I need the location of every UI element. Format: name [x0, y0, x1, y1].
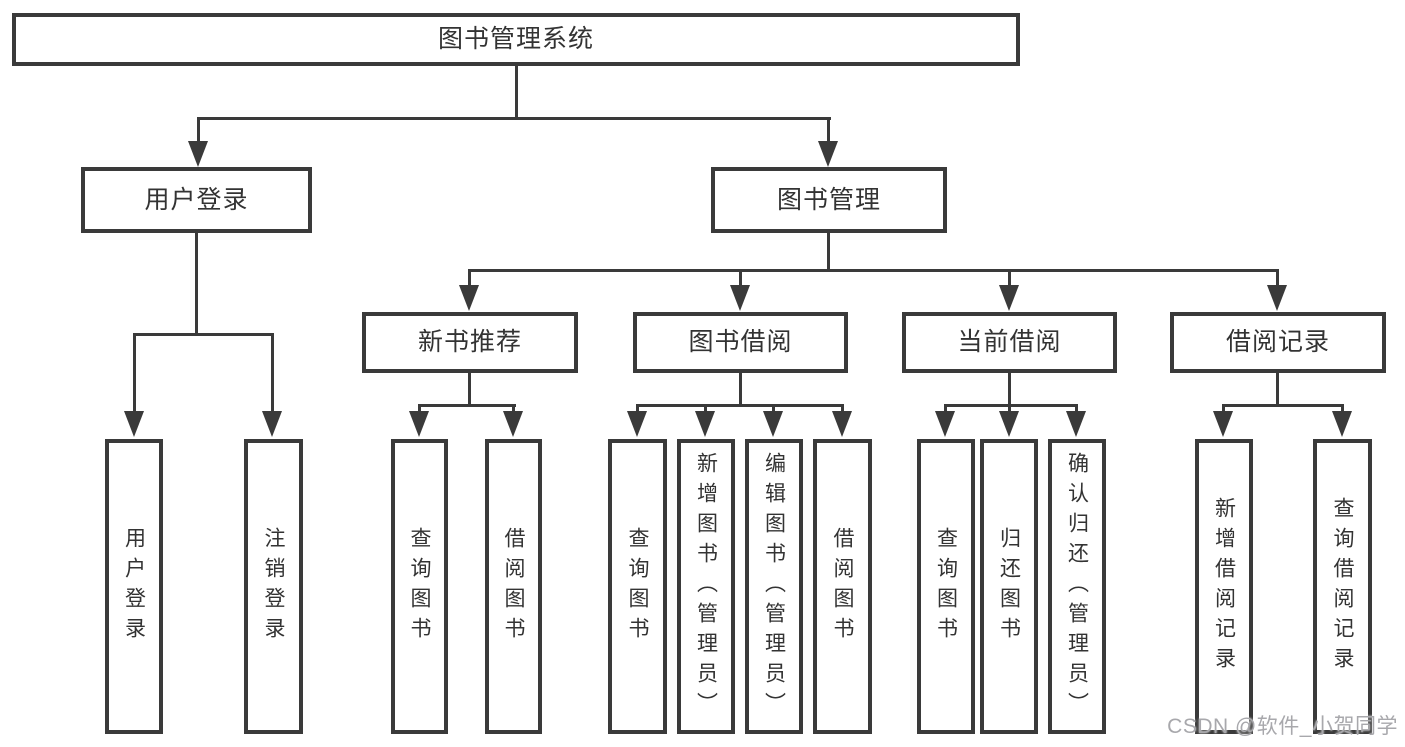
arrow-down-icon	[1267, 285, 1287, 311]
connector-root-branch	[197, 117, 831, 120]
connector-root-trunk	[515, 66, 518, 118]
connector-drop-current-borrowing	[1008, 272, 1011, 286]
arrow-down-icon	[999, 411, 1019, 437]
node-label: 图书借阅	[688, 328, 793, 356]
arrow-down-icon	[695, 411, 715, 437]
arrow-down-icon	[409, 411, 429, 437]
connector-book-borrowing-branch	[636, 404, 844, 407]
connector-drop-new-book	[468, 272, 471, 286]
leaf-query-books-borrowing: 查询图书	[608, 439, 667, 734]
arrow-down-icon	[1213, 411, 1233, 437]
leaf-query-books-current: 查询图书	[917, 439, 975, 734]
connector-book-borrowing-trunk	[739, 373, 742, 404]
connector-borrowing-records-branch	[1222, 404, 1344, 407]
leaf-return-books: 归还图书	[980, 439, 1038, 734]
leaf-borrow-books-recommendation: 借阅图书	[485, 439, 542, 734]
connector-current-borrowing-trunk	[1008, 373, 1011, 404]
arrow-down-icon	[730, 285, 750, 311]
connector-user-login-trunk	[195, 233, 198, 335]
leaf-edit-book-admin: 编辑图书（管理员）	[745, 439, 803, 734]
arrow-down-icon	[935, 411, 955, 437]
connector-drop-book-management	[827, 120, 830, 142]
node-library-management-system: 图书管理系统	[12, 13, 1020, 66]
arrow-down-icon	[188, 141, 208, 167]
arrow-down-icon	[459, 285, 479, 311]
arrow-down-icon	[832, 411, 852, 437]
leaf-label: 新增借阅记录	[1212, 496, 1236, 677]
node-user-login: 用户登录	[81, 167, 312, 233]
connector-current-borrowing-branch	[944, 404, 1078, 407]
connector-book-management-branch	[468, 269, 1279, 272]
node-label: 借阅记录	[1225, 328, 1330, 356]
arrow-down-icon	[1332, 411, 1352, 437]
node-new-book-recommendation: 新书推荐	[362, 312, 578, 373]
leaf-label: 编辑图书（管理员）	[762, 451, 786, 722]
node-label: 图书管理	[776, 185, 881, 214]
node-label: 新书推荐	[417, 328, 522, 356]
node-book-borrowing: 图书借阅	[633, 312, 848, 373]
leaf-user-login: 用户登录	[105, 439, 163, 734]
arrow-down-icon	[503, 411, 523, 437]
connector-user-login-branch	[133, 333, 274, 336]
node-label: 当前借阅	[957, 328, 1062, 356]
connector-drop-user-login	[197, 120, 200, 142]
connector-drop-borrowing-records	[1276, 272, 1279, 286]
watermark-csdn: CSDN @软件_小贺同学	[1167, 715, 1398, 738]
arrow-down-icon	[124, 411, 144, 437]
arrow-down-icon	[262, 411, 282, 437]
arrow-down-icon	[1066, 411, 1086, 437]
leaf-logout: 注销登录	[244, 439, 303, 734]
leaf-label: 借阅图书	[831, 526, 854, 647]
node-current-borrowing: 当前借阅	[902, 312, 1117, 373]
leaf-query-books-recommendation: 查询图书	[391, 439, 448, 734]
leaf-borrow-books: 借阅图书	[813, 439, 872, 734]
leaf-label: 用户登录	[122, 526, 146, 647]
leaf-add-book-admin: 新增图书（管理员）	[677, 439, 735, 734]
arrow-down-icon	[818, 141, 838, 167]
connector-drop-leaf	[271, 336, 274, 412]
leaf-label: 查询图书	[408, 526, 431, 647]
connector-new-book-trunk	[468, 373, 471, 404]
connector-drop-book-borrowing	[739, 272, 742, 286]
arrow-down-icon	[627, 411, 647, 437]
leaf-confirm-return-admin: 确认归还（管理员）	[1048, 439, 1106, 734]
leaf-label: 确认归还（管理员）	[1065, 451, 1089, 722]
node-borrowing-records: 借阅记录	[1170, 312, 1386, 373]
leaf-label: 查询图书	[626, 526, 649, 647]
arrow-down-icon	[763, 411, 783, 437]
connector-drop-leaf	[133, 336, 136, 412]
node-label: 用户登录	[144, 185, 249, 214]
leaf-label: 归还图书	[997, 526, 1021, 647]
arrow-down-icon	[999, 285, 1019, 311]
leaf-label: 查询图书	[934, 526, 958, 647]
leaf-query-borrow-record: 查询借阅记录	[1313, 439, 1372, 734]
node-label: 图书管理系统	[437, 25, 594, 53]
node-book-management: 图书管理	[711, 167, 947, 233]
leaf-label: 注销登录	[262, 526, 285, 647]
leaf-label: 查询借阅记录	[1331, 496, 1354, 677]
leaf-add-borrow-record: 新增借阅记录	[1195, 439, 1253, 734]
connector-new-book-branch	[418, 404, 516, 407]
connector-book-management-trunk	[827, 233, 830, 271]
leaf-label: 新增图书（管理员）	[694, 451, 718, 722]
connector-borrowing-records-trunk	[1276, 373, 1279, 404]
leaf-label: 借阅图书	[502, 526, 525, 647]
